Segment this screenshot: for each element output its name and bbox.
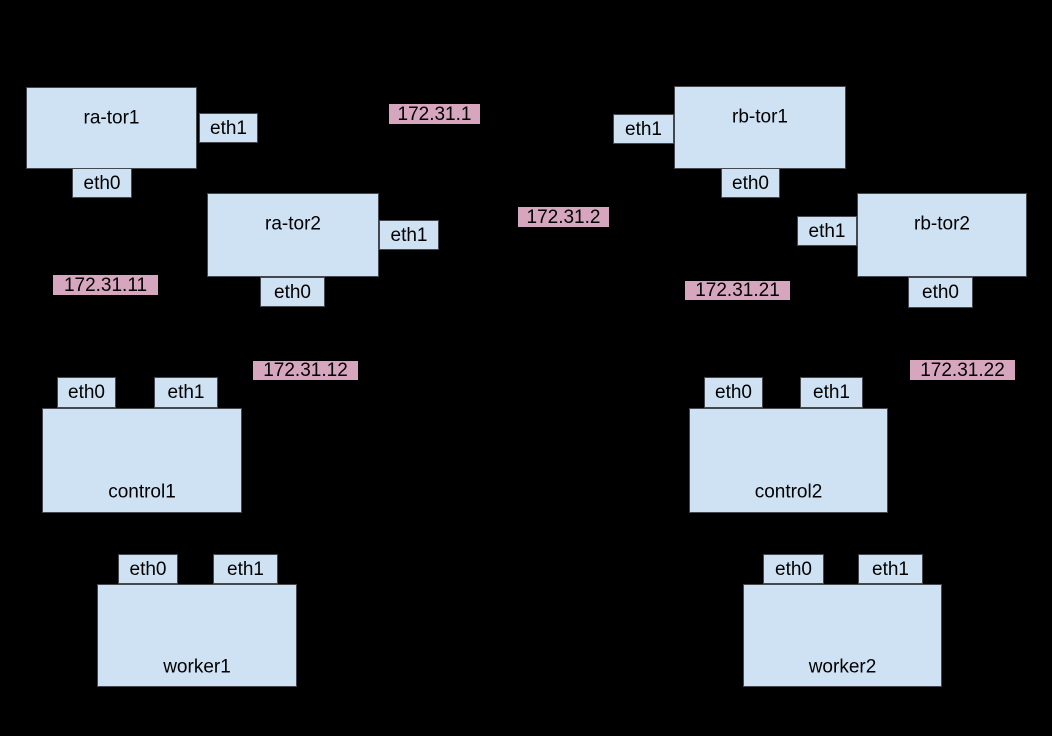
node-ra-tor1-label: ra-tor1 [83, 107, 140, 129]
port-ra-tor1-eth0: eth0 [72, 168, 132, 198]
node-ra-tor2: ra-tor2 [207, 193, 379, 277]
port-ra-tor2-eth1: eth1 [379, 220, 439, 250]
port-control2-eth0: eth0 [704, 377, 763, 408]
port-worker2-eth1: eth1 [858, 554, 923, 584]
port-rb-tor1-eth0: eth0 [721, 168, 780, 198]
ip-label-172-31-22: 172.31.22 [910, 360, 1015, 380]
node-ra-tor1: ra-tor1 [26, 87, 197, 169]
node-rb-tor1-label: rb-tor1 [732, 106, 788, 128]
port-worker1-eth0: eth0 [118, 554, 178, 584]
node-control2-label: control2 [754, 481, 823, 503]
port-rb-tor1-eth1: eth1 [613, 114, 674, 144]
port-worker2-eth0: eth0 [763, 554, 824, 584]
port-control2-eth1: eth1 [800, 377, 863, 408]
port-ra-tor2-eth0: eth0 [260, 277, 325, 307]
node-worker1: worker1 [97, 584, 297, 687]
node-rb-tor1: rb-tor1 [674, 86, 846, 169]
port-control1-eth0: eth0 [57, 377, 116, 408]
node-ra-tor2-label: ra-tor2 [265, 213, 321, 235]
node-worker2: worker2 [743, 584, 942, 687]
node-control1: control1 [42, 408, 242, 513]
node-rb-tor2: rb-tor2 [857, 193, 1027, 277]
node-worker1-label: worker1 [163, 656, 231, 678]
port-rb-tor2-eth0: eth0 [908, 277, 973, 308]
ip-label-172-31-11: 172.31.11 [53, 275, 158, 295]
ip-label-172-31-21: 172.31.21 [685, 281, 790, 300]
ip-label-172-31-12: 172.31.12 [253, 361, 358, 380]
node-control2: control2 [689, 408, 888, 513]
port-ra-tor1-eth1: eth1 [199, 113, 258, 143]
ip-label-172-31-1: 172.31.1 [389, 104, 480, 124]
ip-label-172-31-2: 172.31.2 [518, 207, 609, 227]
port-control1-eth1: eth1 [154, 377, 218, 408]
port-rb-tor2-eth1: eth1 [797, 216, 857, 246]
node-rb-tor2-label: rb-tor2 [914, 213, 970, 235]
node-worker2-label: worker2 [808, 656, 877, 678]
node-control1-label: control1 [108, 481, 176, 503]
port-worker1-eth1: eth1 [213, 554, 278, 584]
